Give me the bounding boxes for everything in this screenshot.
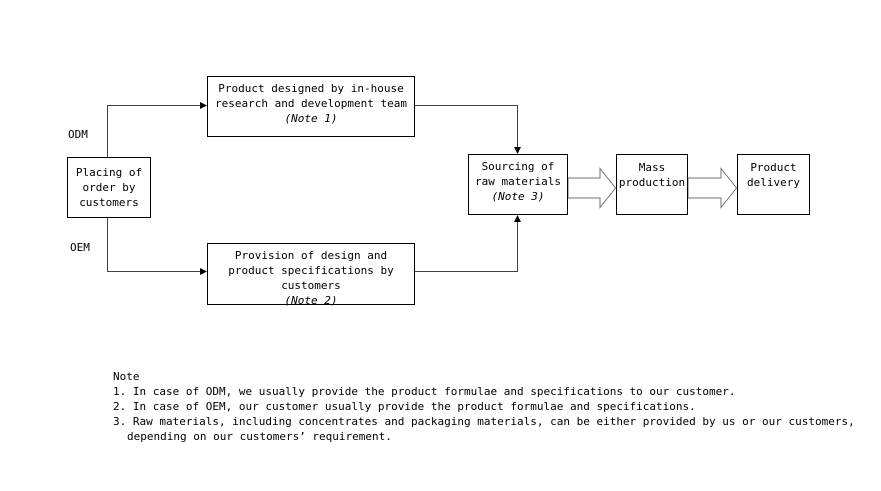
node-text-line: customers [281, 279, 341, 292]
oem-connector-line [107, 218, 200, 272]
node-note-ref: (Note 3) [491, 190, 545, 203]
notes-block: Note 1. In case of ODM, we usually provi… [113, 369, 855, 444]
node-text-line: production [618, 176, 686, 189]
node-text-line: product specifications by [228, 264, 394, 277]
oem-arrowhead-icon [200, 268, 207, 275]
up-arrowhead-icon [514, 215, 521, 222]
block-arrow-mass-to-delivery-icon [687, 167, 738, 209]
provision-to-sourcing-line [415, 222, 518, 272]
note-item-1: 1. In case of ODM, we usually provide th… [113, 385, 736, 398]
node-text-line: Provision of design and [234, 249, 388, 262]
note-item-3: 3. Raw materials, including concentrates… [113, 415, 855, 428]
node-text-line: customers [79, 196, 139, 209]
node-note-ref: (Note 1) [284, 112, 338, 125]
node-text-line: Placing of [75, 166, 143, 179]
node-text-line: Mass [638, 161, 666, 174]
node-text-line: Product designed by in-house [218, 82, 404, 95]
note-item-3-continuation: depending on our customers’ requirement. [127, 430, 392, 443]
node-text-line: Sourcing of [481, 160, 555, 173]
oem-label: OEM [70, 241, 90, 254]
node-note-ref: (Note 2) [284, 294, 338, 307]
node-product-delivery: Product delivery [737, 154, 810, 215]
note-item-2: 2. In case of OEM, our customer usually … [113, 400, 696, 413]
node-sourcing-raw-materials: Sourcing of raw materials (Note 3) [468, 154, 568, 215]
odm-label: ODM [68, 128, 88, 141]
down-arrowhead-icon [514, 147, 521, 154]
node-product-designed: Product designed by in-house research an… [207, 76, 415, 137]
block-arrow-sourcing-to-mass-icon [567, 167, 617, 209]
node-text-line: delivery [747, 176, 800, 189]
odm-arrowhead-icon [200, 102, 207, 109]
odm-connector-line [107, 105, 200, 157]
node-text-line: Product [750, 161, 797, 174]
node-mass-production: Mass production [616, 154, 688, 215]
node-placing-of-order: Placing of order by customers [67, 157, 151, 218]
node-provision-of-design: Provision of design and product specific… [207, 243, 415, 307]
node-text-line: raw materials [474, 175, 562, 188]
notes-title: Note [113, 370, 140, 383]
node-text-line: research and development team [214, 97, 408, 110]
node-text-line: order by [82, 181, 136, 194]
designed-to-sourcing-line [415, 105, 518, 147]
